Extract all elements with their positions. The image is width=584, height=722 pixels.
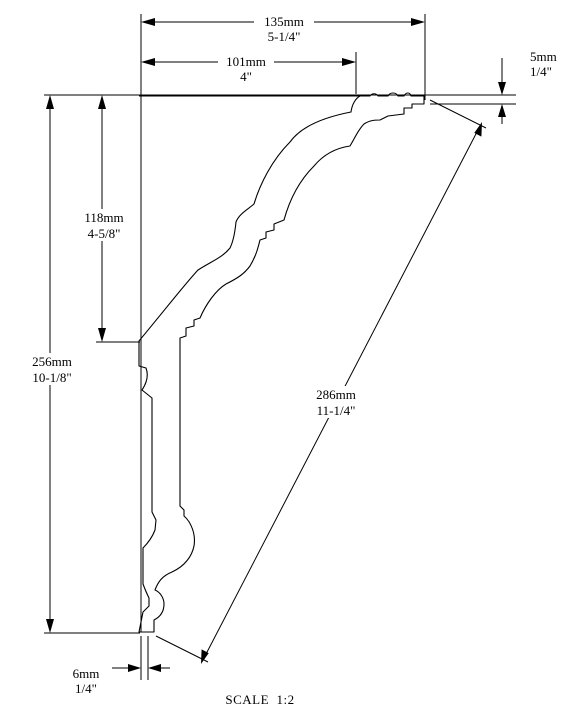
face-metric: 286mm (316, 387, 356, 402)
arrowhead (128, 664, 141, 672)
arrowhead (498, 82, 506, 95)
projection-imperial: 4" (240, 69, 252, 84)
arrowhead (98, 95, 106, 109)
overall-width-imperial: 5-1/4" (268, 29, 301, 44)
arrowhead (498, 104, 506, 117)
extension-lines (44, 14, 516, 680)
arrowhead (98, 328, 106, 342)
drop-imperial: 4-5/8" (88, 226, 121, 241)
projection-metric: 101mm (226, 54, 266, 69)
arrowhead (46, 95, 54, 109)
arrowhead (141, 18, 155, 26)
top-thickness-metric: 5mm (530, 49, 557, 64)
arrowhead (201, 649, 209, 664)
overall-width-metric: 135mm (264, 14, 304, 29)
scale-label: SCALE 1:2 (225, 692, 294, 707)
arrowhead (342, 58, 356, 66)
arrowhead (46, 619, 54, 633)
arrowhead (474, 122, 482, 137)
arrowhead (141, 58, 155, 66)
profile-outline (138, 92, 425, 633)
dimension-labels: 135mm 5-1/4" 101mm 4" 5mm 1/4" 118mm 4-5… (22, 13, 557, 707)
dimension-lines (46, 18, 506, 672)
overall-height-metric: 256mm (32, 354, 72, 369)
arrowhead (148, 664, 161, 672)
top-thickness-imperial: 1/4" (530, 64, 552, 79)
bottom-thickness-metric: 6mm (73, 666, 100, 681)
overall-height-imperial: 10-1/8" (32, 370, 71, 385)
arrowhead (411, 18, 425, 26)
moulding-profile (138, 92, 425, 633)
bottom-thickness-imperial: 1/4" (75, 681, 97, 696)
face-imperial: 11-1/4" (317, 403, 356, 418)
drop-metric: 118mm (84, 210, 123, 225)
